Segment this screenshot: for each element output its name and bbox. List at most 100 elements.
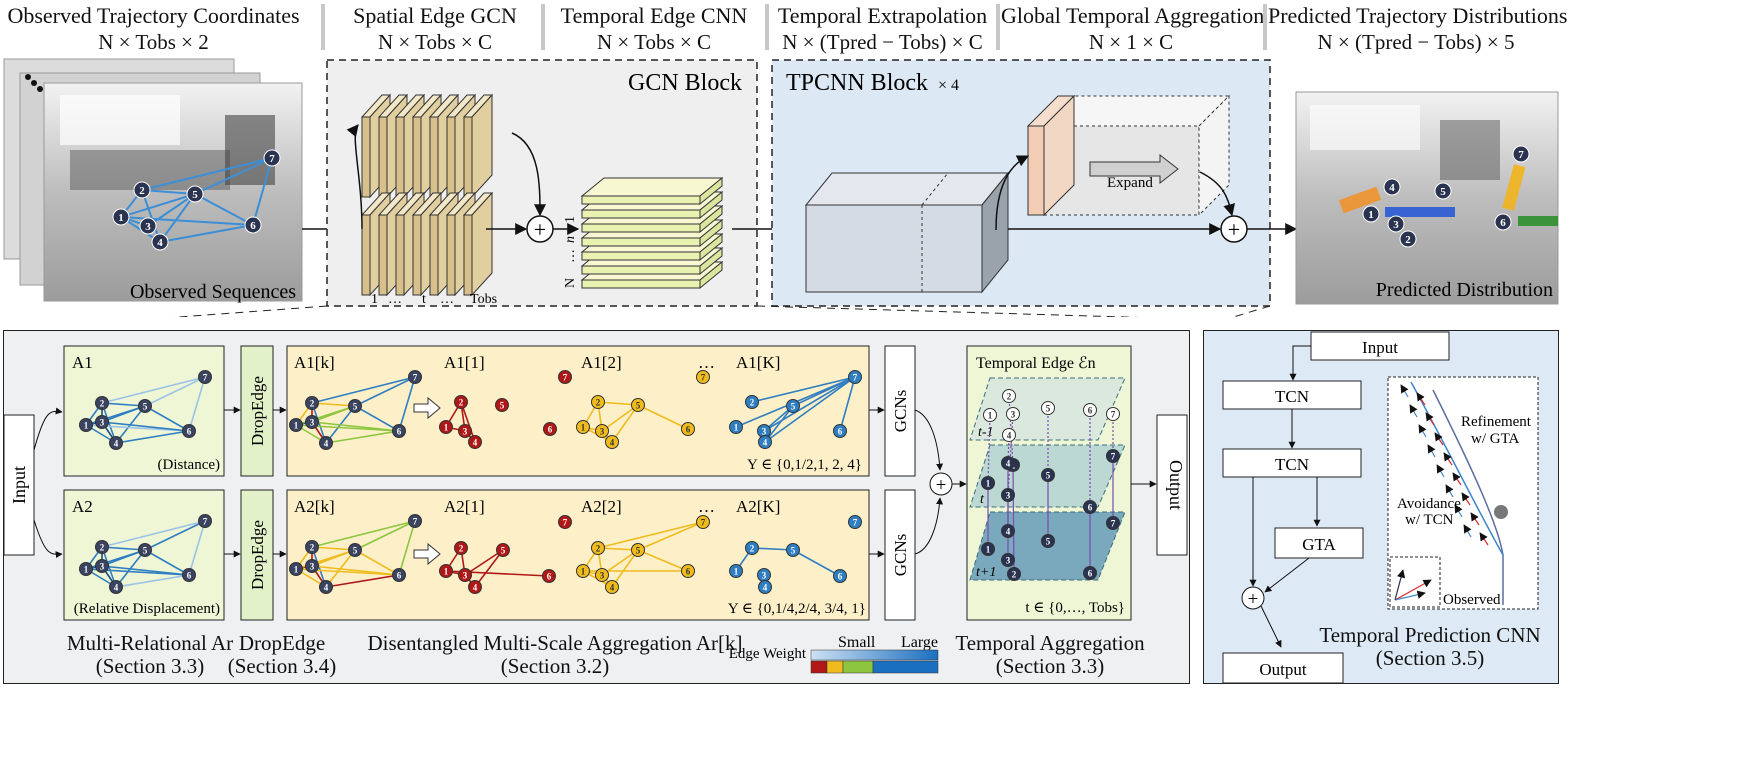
multiscale-k1-edge	[311, 402, 356, 407]
avoidance-trajectory	[1410, 381, 1504, 556]
add-operator-symbol: +	[534, 217, 546, 242]
svg-text:2: 2	[139, 185, 145, 197]
arrow	[1289, 345, 1311, 381]
hollow-arrow-icon	[413, 396, 441, 420]
header-observed-title: Observed Trajectory Coordinates	[7, 3, 300, 28]
multiscale-a1-1-node-label: 1	[444, 423, 449, 433]
multiscale-a1-K-edge	[764, 405, 794, 443]
avoidance-arrow	[1409, 404, 1418, 418]
observed-graph-edges	[120, 157, 273, 243]
spatial-feature-slabs-top	[360, 93, 494, 297]
a2-graph-node-label: 7	[203, 517, 208, 527]
multiscale-k1-edge	[325, 430, 400, 444]
header-separator	[321, 4, 325, 50]
temporal-slab-front	[581, 237, 701, 247]
a1-graph-node-label: 4	[114, 439, 119, 449]
temporal-node	[981, 542, 995, 556]
multiscale-a2-K-node	[786, 543, 800, 557]
header-temporal-cnn-title: Temporal Edge CNN	[560, 3, 748, 28]
caption-multi-relational-title: Multi-Relational Ar	[66, 631, 234, 655]
multiscale-a1-2-node-label: 1	[581, 423, 586, 433]
rp-gta-box	[1274, 527, 1364, 559]
multiscale-k2-node	[348, 543, 362, 557]
observed-graph-nodes: 1 2 3 4 5 6 7	[112, 149, 281, 251]
multiscale-a2-1-node-label: 1	[444, 567, 449, 577]
arrow	[914, 409, 944, 471]
multiscale-a1-K-edge	[751, 376, 856, 403]
multiscale-k2-node-label: 5	[353, 546, 358, 556]
multiscale-a1-1-node	[439, 420, 453, 434]
a1-graph-node-label: 7	[203, 373, 208, 383]
feature-slab-front	[412, 214, 422, 296]
output-label: Output	[1166, 460, 1186, 510]
temporal-node-label: 4	[1007, 431, 1012, 441]
tpcnn-multiplier: × 4	[938, 77, 959, 94]
avoidance-arrow	[1400, 384, 1409, 398]
a1-graph-edge	[188, 376, 206, 432]
legend-blue-gradient	[810, 649, 939, 661]
zoom-guide-line	[172, 305, 328, 317]
multiscale-a1-2-node-label: 2	[596, 398, 601, 408]
temporal-node	[1041, 401, 1055, 415]
header-aggregation: Global Temporal Aggregation N × 1 × C	[1001, 2, 1264, 56]
multiscale-a1-K-node	[848, 370, 862, 384]
predicted-scene-image	[1295, 91, 1559, 305]
temporal-node-label: 3	[1006, 491, 1011, 501]
multiscale-a2-1-node-label: 3	[463, 571, 468, 581]
temporal-node	[1083, 403, 1097, 417]
axis-n-label: N	[563, 278, 578, 288]
multiscale-k2-node-label: 1	[294, 565, 299, 575]
avoidance-arrow	[1436, 464, 1445, 478]
multiscale-a1-box	[286, 345, 870, 477]
multiscale-a1-K-edge	[764, 376, 856, 443]
multiscale-k2-node-label: 7	[413, 517, 418, 527]
temporal-node	[1007, 567, 1021, 581]
caption-disentangled: Disentangled Multi-Scale Aggregation Ar[…	[360, 632, 750, 678]
a1-graph-edge	[101, 402, 146, 407]
svg-text:4: 4	[157, 237, 163, 249]
w-gta-label: w/ GTA	[1471, 431, 1520, 447]
multiscale-a2-2-edge	[597, 521, 704, 549]
a1-graph-node	[95, 415, 109, 429]
multiscale-a2-1-edge	[464, 549, 504, 576]
a2-graph-node	[138, 543, 152, 557]
temporal-node-label: 5	[1046, 404, 1051, 414]
multiscale-a1-1-node-label: 4	[473, 438, 478, 448]
multiscale-a1-2-node-label: 5	[636, 401, 641, 411]
observed-label: Observed	[1443, 592, 1501, 608]
arrow	[1199, 171, 1236, 217]
a1-graph-node-label: 6	[187, 427, 192, 437]
feature-slab-front	[463, 214, 473, 296]
obstacle-icon	[1494, 505, 1508, 519]
multiscale-k1-node-label: 7	[413, 373, 418, 383]
multiscale-a1-K-node-label: 3	[762, 427, 767, 437]
temporal-node-label: 3	[1006, 556, 1011, 566]
t-axis-dots1: …	[388, 292, 402, 307]
a2-graph-node-label: 4	[114, 583, 119, 593]
multiscale-k1-node	[408, 370, 422, 384]
arrow	[995, 155, 1030, 231]
temporal-node	[1106, 407, 1120, 421]
temporal-slab-side	[699, 176, 723, 206]
rp-input-label: Input	[1362, 338, 1398, 357]
ellipsis-1: …	[698, 353, 715, 372]
svg-text:1: 1	[1368, 209, 1374, 221]
svg-text:3: 3	[145, 221, 151, 233]
feature-slab-front	[378, 214, 388, 296]
refinement-arrow	[1425, 412, 1435, 426]
a2-graph-edge	[101, 549, 146, 567]
header-predicted-title: Predicted Trajectory Distributions	[1268, 3, 1568, 28]
multiscale-a2-1-node	[496, 543, 510, 557]
a1-graph-node-label: 5	[143, 402, 148, 412]
temporal-slab-front	[581, 251, 701, 261]
multiscale-k1-node	[289, 418, 303, 432]
w-tcn-label: w/ TCN	[1405, 512, 1454, 528]
multiscale-a1-1-node	[468, 435, 482, 449]
header-separator	[1263, 4, 1267, 50]
temporal-slab-front	[581, 195, 701, 205]
multiscale-k2-edge	[325, 574, 400, 588]
multiscale-a2-1-node	[542, 569, 556, 583]
caption-temporal-aggregation: Temporal Aggregation (Section 3.3)	[945, 632, 1155, 678]
multiscale-a2-1-node-label: 6	[547, 572, 552, 582]
multiscale-a2-1-node-label: 4	[473, 583, 478, 593]
